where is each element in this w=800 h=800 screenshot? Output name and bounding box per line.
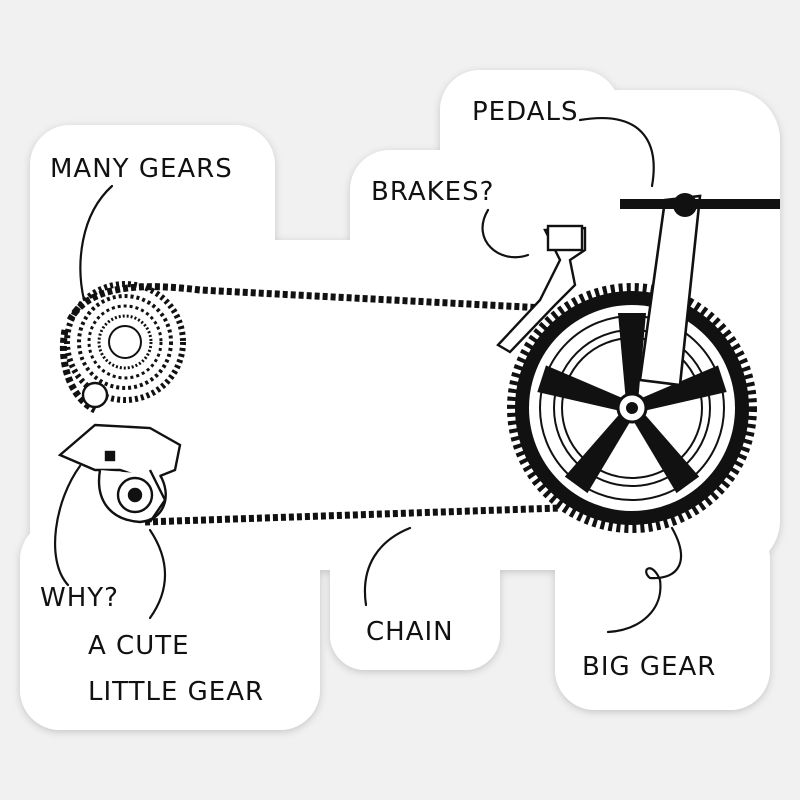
brake-caliper	[496, 224, 587, 354]
leader-brakes	[481, 208, 530, 259]
label-many-gears: MANY GEARS	[50, 154, 233, 184]
rear-derailleur	[57, 381, 182, 524]
leader-why	[54, 464, 82, 587]
label-big-gear: BIG GEAR	[582, 652, 716, 682]
label-pedals: PEDALS	[472, 97, 578, 127]
label-cute-line2: LITTLE GEAR	[88, 677, 264, 707]
leader-big-gear	[606, 526, 682, 634]
leader-many-gears	[79, 184, 114, 302]
leader-cute	[148, 528, 166, 620]
leader-pedals	[578, 117, 655, 188]
cassette-many-gears	[64, 281, 186, 403]
leader-chain	[363, 526, 412, 607]
label-cute-line1: A CUTE	[88, 631, 190, 661]
crank-and-pedal	[620, 193, 780, 387]
label-why: WHY?	[40, 583, 119, 613]
label-chain: CHAIN	[366, 617, 454, 647]
label-brakes: BRAKES?	[371, 177, 494, 207]
